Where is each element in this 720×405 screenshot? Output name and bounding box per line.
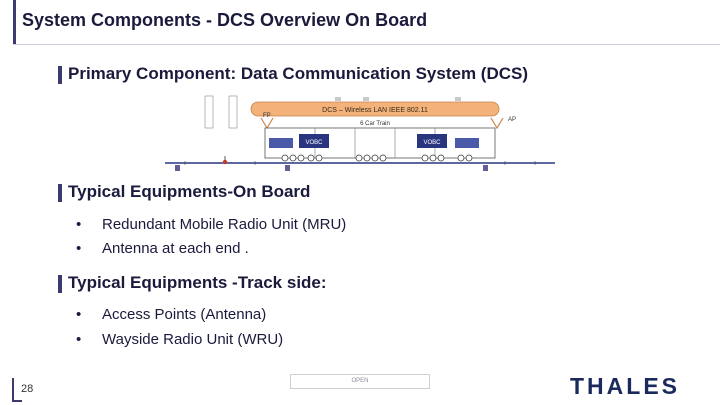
heading-marker	[58, 275, 62, 293]
section-heading-text: Typical Equipments-On Board	[68, 182, 311, 201]
section-heading-trackside: Typical Equipments -Track side:	[58, 273, 327, 293]
classification-label: OPEN	[290, 374, 430, 389]
bullet-marker: •	[76, 331, 82, 348]
diagram-label-column	[228, 95, 238, 129]
title-divider	[13, 44, 720, 45]
section-heading-text: Typical Equipments -Track side:	[68, 273, 327, 292]
diagram-label-column	[204, 95, 214, 129]
mru-left	[269, 138, 293, 148]
heading-marker	[58, 184, 62, 202]
vobc-label-right: VOBC	[423, 140, 441, 146]
slide-title: System Components - DCS Overview On Boar…	[22, 10, 428, 30]
title-bar: System Components - DCS Overview On Boar…	[0, 0, 720, 45]
section-heading-onboard: Typical Equipments-On Board	[58, 182, 311, 202]
title-accent-bar	[13, 0, 16, 44]
vobc-box-right	[417, 134, 447, 148]
antenna-right	[490, 117, 504, 130]
diagram-marker	[455, 97, 461, 101]
bullet-marker: •	[76, 240, 82, 257]
train-wheels	[281, 154, 473, 162]
dcs-banner	[250, 101, 500, 117]
section-heading-primary: Primary Component: Data Communication Sy…	[58, 64, 529, 84]
mru-right	[455, 138, 479, 148]
thales-logo: THALES	[570, 373, 680, 399]
section-heading-text: Primary Component: Data Communication Sy…	[68, 64, 529, 83]
bullet-marker: •	[76, 306, 82, 323]
vobc-label-left: VOBC	[305, 140, 323, 146]
heading-marker	[58, 66, 62, 84]
diagram-marker	[335, 97, 341, 101]
left-end-label: FP	[263, 113, 271, 119]
dcs-banner-text: DCS – Wireless LAN IEEE 802.11	[322, 107, 428, 114]
bullet-marker: •	[76, 216, 82, 233]
page-number-bracket	[12, 378, 22, 402]
list-item-text: Redundant Mobile Radio Unit (MRU)	[102, 216, 347, 233]
list-item: • Antenna at each end .	[76, 240, 249, 257]
antenna-left	[260, 117, 274, 130]
page-number: 28	[21, 383, 34, 395]
list-item-text: Access Points (Antenna)	[102, 306, 267, 323]
vobc-box-left	[299, 134, 329, 148]
trackside-signal-lamp	[222, 159, 228, 165]
list-item: • Access Points (Antenna)	[76, 306, 267, 323]
diagram-marker	[363, 97, 369, 101]
list-item-text: Wayside Radio Unit (WRU)	[102, 331, 284, 348]
access-points	[175, 165, 488, 171]
list-item-text: Antenna at each end .	[102, 240, 249, 257]
dcs-train-diagram: DCS – Wireless LAN IEEE 802.11 FP AP 6 C…	[165, 95, 555, 171]
right-end-label: AP	[508, 117, 516, 123]
train-label: 6 Car Train	[360, 121, 390, 127]
list-item: • Redundant Mobile Radio Unit (MRU)	[76, 216, 347, 233]
list-item: • Wayside Radio Unit (WRU)	[76, 331, 284, 348]
